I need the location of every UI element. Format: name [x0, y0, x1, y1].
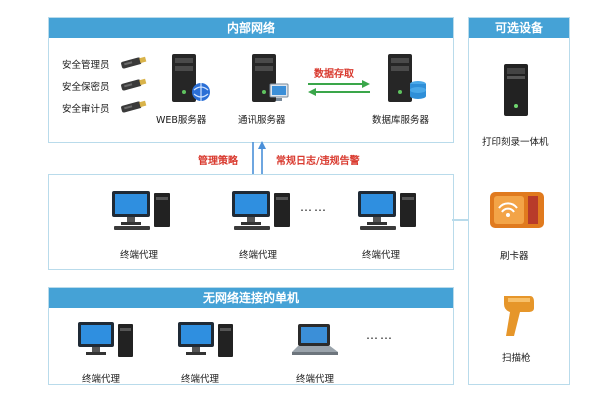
terminal-agent-label: 终端代理 — [239, 250, 278, 261]
comm-server-icon — [248, 52, 292, 104]
admin-label-0: 安全管理员 — [62, 60, 110, 71]
laptop-icon — [290, 322, 340, 358]
standalone-panel: 无网络连接的单机 — [48, 287, 454, 385]
admin-label-1: 安全保密员 — [62, 82, 110, 93]
optional-devices-title: 可选设备 — [469, 18, 569, 38]
optional-device-label-card-reader: 刷卡器 — [500, 251, 529, 262]
server-label-web: WEB服务器 — [156, 115, 207, 126]
terminal-agent-label: 终端代理 — [362, 250, 401, 261]
desktop-pc-icon — [76, 320, 136, 360]
bidirectional-arrow-icon — [306, 80, 372, 96]
ellipsis: …… — [300, 200, 328, 214]
internal-network-panel: 内部网络 — [48, 17, 454, 143]
desktop-pc-icon — [230, 189, 294, 231]
standalone-title: 无网络连接的单机 — [49, 288, 453, 308]
optional-device-label-scanner: 扫描枪 — [502, 353, 531, 364]
management-policy-label: 管理策略 — [198, 156, 238, 167]
desktop-pc-icon — [176, 320, 236, 360]
internal-network-title: 内部网络 — [49, 18, 453, 38]
web-server-icon — [168, 52, 212, 104]
printer-burner-icon — [498, 62, 534, 118]
standalone-agent-label: 终端代理 — [181, 374, 220, 385]
server-label-comm: 通讯服务器 — [238, 115, 286, 126]
desktop-pc-icon — [110, 189, 174, 231]
terminal-agent-label: 终端代理 — [120, 250, 159, 261]
database-server-icon — [384, 52, 428, 104]
usb-key-icon — [118, 99, 148, 113]
log-alert-label: 常规日志/违规告警 — [276, 156, 360, 167]
server-label-database: 数据库服务器 — [372, 115, 430, 126]
usb-key-icon — [118, 77, 148, 91]
ellipsis: …… — [366, 328, 394, 342]
connector-line — [452, 219, 468, 221]
standalone-agent-label: 终端代理 — [296, 374, 335, 385]
optional-device-label-printer: 打印刻录一体机 — [482, 137, 549, 148]
usb-key-icon — [118, 55, 148, 69]
standalone-agent-label: 终端代理 — [82, 374, 121, 385]
barcode-scanner-icon — [500, 292, 536, 340]
admin-label-2: 安全审计员 — [62, 104, 110, 115]
data-access-label: 数据存取 — [314, 69, 354, 80]
desktop-pc-icon — [356, 189, 420, 231]
card-reader-icon — [488, 190, 546, 230]
